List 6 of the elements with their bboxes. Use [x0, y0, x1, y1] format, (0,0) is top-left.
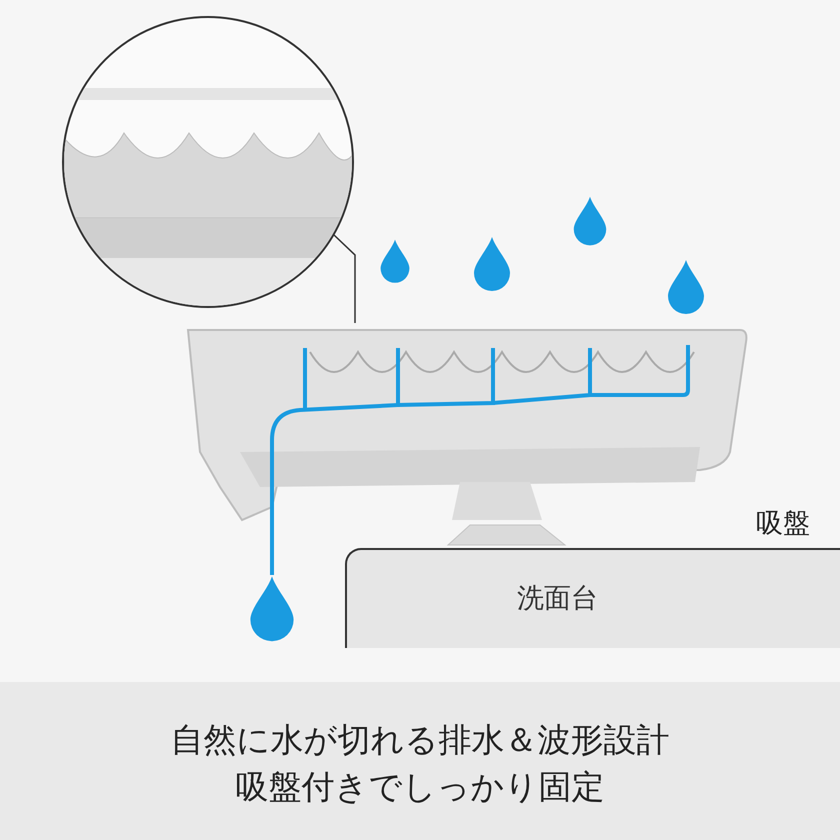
washbasin-box: [345, 548, 840, 648]
washbasin-label: 洗面台: [517, 582, 598, 616]
part-label: 吸盤: [756, 507, 810, 541]
caption-text: 自然に水が切れる排水＆波形設計: [170, 719, 670, 761]
caption-text: 吸盤付きでしっかり固定: [236, 766, 604, 808]
leader-line: [333, 234, 356, 323]
